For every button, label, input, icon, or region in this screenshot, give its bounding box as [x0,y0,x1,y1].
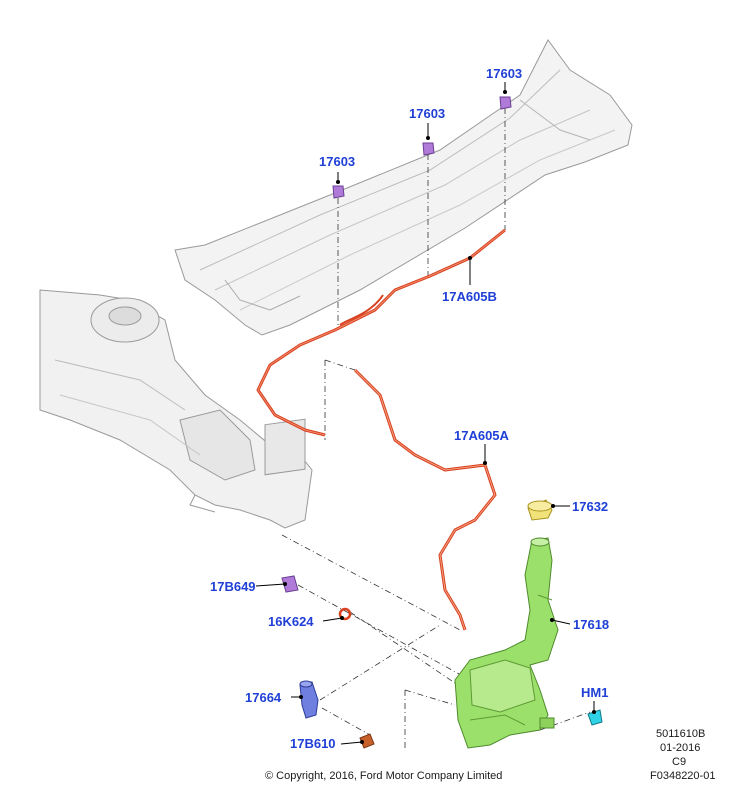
document-code: C9 [672,756,687,768]
callout-17B610: 17B610 [290,736,336,751]
leader-dots [283,90,596,744]
washer-hose-upper [256,228,506,437]
callout-17B649: 17B649 [210,579,256,594]
washer-hose-lower [353,368,497,631]
callout-HM1: HM1 [581,685,608,700]
washer-pump-small [281,575,299,593]
hose-clip-3 [499,96,512,110]
front-structure [39,289,313,529]
reservoir-cap [527,499,553,521]
hose-clip-1 [332,185,345,199]
document-date: 01-2016 [660,742,701,754]
callout-17618: 17618 [573,617,609,632]
washer-pump [299,680,319,719]
figure-id: F0348220-01 [650,770,716,782]
callout-17603-left: 17603 [319,154,355,169]
fluid-level-sensor [587,709,603,726]
callout-17603-right: 17603 [486,66,522,81]
hose-connector [359,733,375,749]
document-number: 5011610B [656,728,706,740]
callout-17632: 17632 [572,499,608,514]
callout-17664: 17664 [245,690,282,705]
pump-grommet [338,607,352,621]
callout-17603-middle: 17603 [409,106,445,121]
hose-clip-2 [422,142,435,156]
copyright-notice: © Copyright, 2016, Ford Motor Company Li… [265,770,503,782]
callout-17A605B: 17A605B [442,289,497,304]
washer-reservoir [454,537,559,749]
leader-lines [255,82,595,745]
cowl-panel [174,39,633,336]
callout-17A605A: 17A605A [454,428,510,443]
assembly-lines [281,108,591,750]
callout-16K624: 16K624 [268,614,314,629]
callout-labels: 17603 17603 17603 17A605B 17A605A 17632 … [210,66,609,751]
